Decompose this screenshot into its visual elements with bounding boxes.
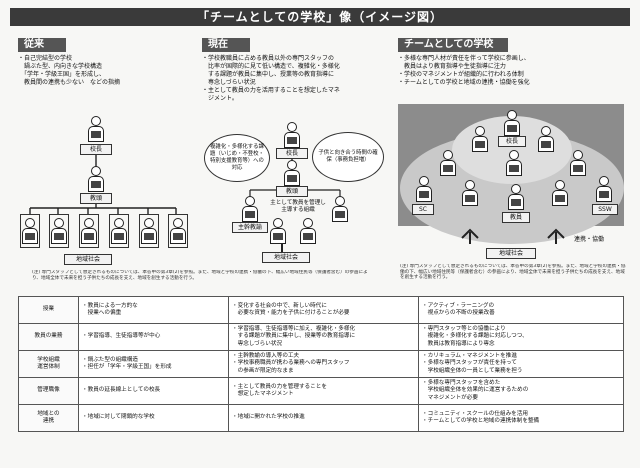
teacher-figure xyxy=(270,218,286,244)
role-label: 校長 xyxy=(276,148,308,159)
community-label: 地域社会 xyxy=(262,252,310,263)
table-row: 地域との 連携 ・地域に対して閉鎖的な学校 ・地域に開かれた学校の推進 ・コミュ… xyxy=(18,404,624,432)
cell-current: ・学習指導、生徒指導等に加え、複雑化・多様化 する課題が教員に集中し、授業等の教… xyxy=(228,323,419,351)
bullet: 比率が国際的に見て低い構造で、複雑化・多様化 xyxy=(202,63,340,70)
principal-figure xyxy=(284,122,300,148)
role-label: 教頭 xyxy=(80,193,112,204)
role-label: 教員 xyxy=(502,212,530,223)
teacher-figure xyxy=(242,196,258,222)
cell-past: ・学習指導、生徒指導等が中心 xyxy=(78,323,229,351)
cell-current: ・変化する社会の中で、新しい時代に 必要な資質・能力を子供に付けることが必要 xyxy=(228,296,419,324)
teacher-row xyxy=(20,214,190,248)
bullet: 専念しづらい状況 xyxy=(202,79,256,86)
staff-figure xyxy=(508,184,524,210)
issue-cloud-right: 子供と向き合う時間の確保（事務負担増） xyxy=(312,132,384,182)
cell-past: ・教員による一方的な 授業への偏重 xyxy=(78,296,229,324)
issue-cloud-left: 複雑化・多様化する課題（いじめ・不登校・特別支援教育等）への対応 xyxy=(204,134,270,182)
teacher-figure xyxy=(332,196,348,222)
cell-team: ・多様な専門スタッフを含めた 学校組織全体を効果的に運営するための マネジメント… xyxy=(418,377,624,405)
note-left: (注) 専門スタッフとして想定されるものについては、本答申の第3章(2)を参照。… xyxy=(32,270,368,281)
panel-current: 現在 ・学校教職員に占める教員以外の専門スタッフの 比率が国際的に見て低い構造で… xyxy=(202,38,392,103)
note-right: (注) 専門スタッフとして想定されるものについては、本答申の第3章(2)を参照。… xyxy=(400,264,626,281)
principal-figure xyxy=(504,110,520,136)
staff-figure xyxy=(472,126,488,152)
staff-figure xyxy=(462,180,478,206)
staff-figure xyxy=(570,150,586,176)
comparison-table: 授業 ・教員による一方的な 授業への偏重 ・変化する社会の中で、新しい時代に 必… xyxy=(18,296,624,432)
bullet: ・チームとしての学校と地域の連携・協働を強化 xyxy=(398,79,530,86)
table-row: 授業 ・教員による一方的な 授業への偏重 ・変化する社会の中で、新しい時代に 必… xyxy=(18,296,624,324)
panel-team: チームとしての学校 ・多様な専門人材が責任を伴って学校に参画し、 教員はより教育… xyxy=(398,38,626,87)
bullet: する課題が教員に集中し、授業等の教育指導に xyxy=(202,71,335,78)
role-label: 校長 xyxy=(498,136,526,147)
staff-figure xyxy=(596,176,612,202)
panel-past-heading: 従来 xyxy=(18,38,66,52)
panel-past: 従来 ・自己完結型の学校 鍋ぶた型、内向きな学校構造 「学年・学級王国」を形成し… xyxy=(18,38,194,268)
cell-team: ・コミュニティ・スクールの仕組みを活用 ・チームとしての学校と地域の連携体制を整… xyxy=(418,404,624,432)
role-label: 主幹教諭 xyxy=(232,222,268,233)
page-title: 「チームとしての学校」像（イメージ図） xyxy=(10,8,630,26)
vice-principal-figure xyxy=(88,166,104,192)
cell-past: ・鍋ぶた型の組織構造 ・担任が「学年・学級王国」を形成 xyxy=(78,350,229,378)
staff-figure xyxy=(506,150,522,176)
center-label: 主として教員を管理し主導する組織 xyxy=(270,200,326,213)
row-header: 地域との 連携 xyxy=(18,404,79,432)
cell-current: ・主幹教諭の導入等の工夫 ・学校事務職員が携わる業務への専門スタッフ の参画が限… xyxy=(228,350,419,378)
staff-figure xyxy=(440,150,456,176)
bullet: 「学年・学級王国」を形成し、 xyxy=(18,71,106,78)
community-label: 地域社会 xyxy=(486,248,536,259)
role-label: 教頭 xyxy=(276,186,308,197)
cell-past: ・地域に対して閉鎖的な学校 xyxy=(78,404,229,432)
row-header: 授業 xyxy=(18,296,79,324)
cell-current: ・主として教員の力を管理することを 想定したマネジメント xyxy=(228,377,419,405)
panel-team-heading: チームとしての学校 xyxy=(398,38,508,52)
role-label: SSW xyxy=(592,204,618,215)
bullet: ・多様な専門人材が責任を伴って学校に参画し、 xyxy=(398,55,530,62)
cell-team: ・アクティブ・ラーニングの 視点からの不断の授業改善 xyxy=(418,296,624,324)
cell-current: ・地域に開かれた学校の推進 xyxy=(228,404,419,432)
row-header: 教員の業務 xyxy=(18,323,79,351)
table-row: 教員の業務 ・学習指導、生徒指導等が中心 ・学習指導、生徒指導等に加え、複雑化・… xyxy=(18,323,624,351)
cell-team: ・カリキュラム・マネジメントを推進 ・多様な専門スタッフが責任を持って 学校組織… xyxy=(418,350,624,378)
staff-figure xyxy=(416,176,432,202)
bullet: ・自己完結型の学校 xyxy=(18,55,73,62)
staff-figure xyxy=(552,180,568,206)
row-header: 学校組織 運営体制 xyxy=(18,350,79,378)
panel-current-heading: 現在 xyxy=(202,38,250,52)
bullet: ・学校教職員に占める教員以外の専門スタッフの xyxy=(202,55,335,62)
bullet: ・学校のマネジメントが組織的に行われる体制 xyxy=(398,71,524,78)
bullet: ジメント。 xyxy=(202,95,238,102)
bullet: 鍋ぶた型、内向きな学校構造 xyxy=(18,63,103,70)
principal-figure xyxy=(88,116,104,142)
table-row: 管理職像 ・教員の延長線上としての校長 ・主として教員の力を管理することを 想定… xyxy=(18,377,624,405)
role-label: SC xyxy=(412,204,434,215)
bullet: 教員間の連携も少ない などの指摘 xyxy=(18,79,121,86)
cell-team: ・専門スタッフ等との協働により 複雑化・多様化する課題に対応しつつ、 教員は教育… xyxy=(418,323,624,351)
community-label: 地域社会 xyxy=(64,254,112,265)
role-label: 校長 xyxy=(80,144,112,155)
row-header: 管理職像 xyxy=(18,377,79,405)
teacher-figure xyxy=(300,218,316,244)
bullet: ・主として教員の力を活用することを想定したマネ xyxy=(202,87,340,94)
vice-principal-figure xyxy=(284,160,300,186)
staff-figure xyxy=(538,126,554,152)
cell-past: ・教員の延長線上としての校長 xyxy=(78,377,229,405)
bullet: 教員はより教育指導や生徒指導に注力 xyxy=(398,63,506,70)
link-label: 連携・協働 xyxy=(574,236,605,243)
table-row: 学校組織 運営体制 ・鍋ぶた型の組織構造 ・担任が「学年・学級王国」を形成 ・主… xyxy=(18,350,624,378)
